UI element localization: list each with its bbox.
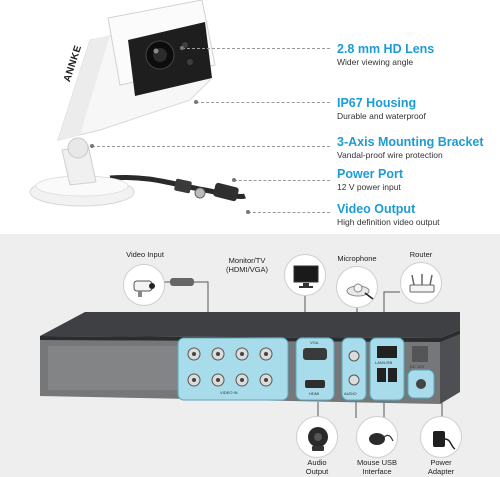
feature-video-output: Video Output High definition video outpu…	[337, 202, 440, 228]
leader-dot-power	[232, 178, 236, 182]
peripheral-label-monitor: Monitor/TV (HDMI/VGA)	[225, 256, 269, 274]
power-adapter-icon	[433, 431, 456, 450]
feature-bracket: 3-Axis Mounting Bracket Vandal-proof wir…	[337, 135, 484, 161]
feature-subtitle: High definition video output	[337, 217, 440, 227]
leader-dot-housing	[194, 100, 198, 104]
peripheral-label-mouse: Mouse USB Interface	[356, 458, 398, 476]
feature-subtitle: Vandal-proof wire protection	[337, 150, 443, 160]
peripheral-label-power: Power Adapter	[427, 458, 455, 476]
leader-line-housing	[196, 102, 330, 103]
video-input-circle	[123, 264, 165, 306]
leader-dot-video	[246, 210, 250, 214]
mouse-icon	[369, 433, 394, 445]
camera-section: ANNKE 2.8 mm HD Lens Wider viewing angle…	[0, 0, 500, 234]
label-video-in: VIDEO IN	[220, 390, 238, 395]
peripheral-label-microphone: Microphone	[337, 254, 377, 263]
camera-icon	[133, 280, 155, 297]
feature-housing: IP67 Housing Durable and waterproof	[337, 96, 426, 122]
microphone-icon	[346, 283, 374, 300]
leader-dot-bracket	[90, 144, 94, 148]
leader-dot-lens	[180, 46, 184, 50]
peripheral-label-router: Router	[409, 250, 433, 259]
monitor-icon	[293, 265, 319, 288]
dvr-illustration	[40, 281, 460, 419]
label-hdmi: HDMI	[309, 391, 320, 396]
speaker-icon	[308, 427, 328, 451]
label-vga: VGA	[310, 340, 319, 345]
feature-title: 2.8 mm HD Lens	[337, 42, 435, 56]
leader-line-power	[234, 180, 330, 181]
mouse-circle	[356, 416, 398, 458]
microphone-circle	[336, 266, 378, 308]
feature-subtitle: Durable and waterproof	[337, 111, 426, 121]
feature-subtitle: Wider viewing angle	[337, 57, 414, 67]
label-audio: AUDIO	[344, 391, 357, 396]
feature-power-port: Power Port 12 V power input	[337, 167, 403, 193]
feature-title: 3-Axis Mounting Bracket	[337, 135, 484, 149]
leader-line-lens	[182, 48, 330, 49]
feature-lens: 2.8 mm HD Lens Wider viewing angle	[337, 42, 434, 68]
label-lan: LAN/USB	[375, 360, 393, 365]
dvr-section: VIDEO IN VGA HDMI AUDIO LAN/USB DC 12V V…	[0, 234, 500, 477]
peripheral-label-audio-output: Audio Output	[305, 458, 329, 476]
leader-line-video	[248, 212, 330, 213]
feature-title: IP67 Housing	[337, 96, 417, 110]
monitor-circle	[284, 254, 326, 296]
leader-line-bracket	[92, 146, 330, 147]
label-dc: DC 12V	[410, 364, 425, 369]
feature-title: Power Port	[337, 167, 403, 181]
feature-title: Video Output	[337, 202, 416, 216]
audio-output-circle	[296, 416, 338, 458]
bnc-connector-icon	[170, 278, 194, 286]
peripheral-label-video-input: Video Input	[126, 250, 164, 259]
bullet-camera-illustration	[29, 0, 246, 207]
router-icon	[409, 274, 435, 293]
feature-subtitle: 12 V power input	[337, 182, 401, 192]
router-circle	[400, 262, 442, 304]
power-adapter-circle	[420, 416, 462, 458]
